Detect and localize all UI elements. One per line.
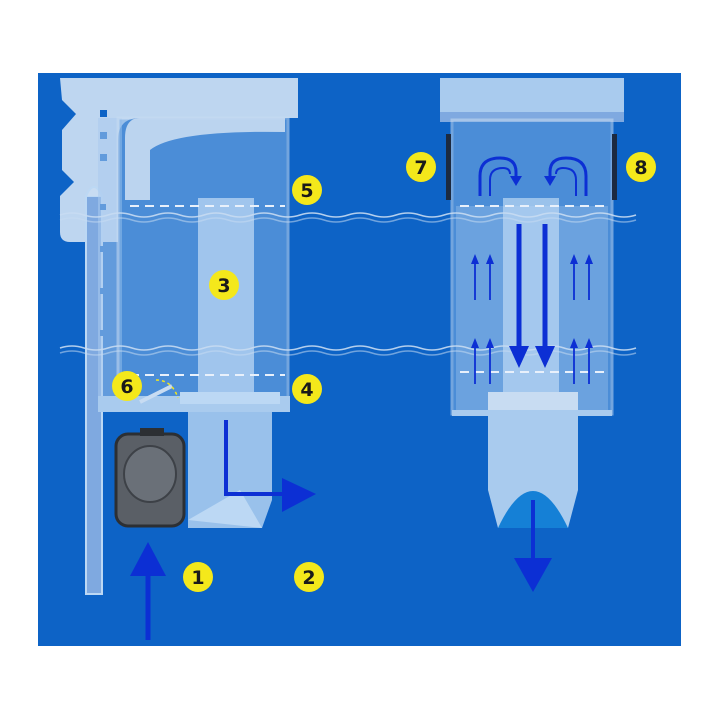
outlet-funnel	[488, 416, 578, 528]
badge-5: 5	[292, 175, 322, 205]
badge-2: 2	[294, 562, 324, 592]
badge-7: 7	[406, 152, 436, 182]
flow-arrows	[130, 156, 593, 640]
badge-4-label: 4	[300, 379, 313, 401]
badge-7-label: 7	[414, 157, 427, 179]
top-cap	[440, 78, 624, 118]
badge-1-label: 1	[191, 567, 204, 589]
badge-3: 3	[209, 270, 239, 300]
badge-8: 8	[626, 152, 656, 182]
side-seal-left	[446, 134, 451, 200]
left-skimmer-assembly	[60, 78, 298, 595]
flap	[139, 384, 173, 404]
badge-3-label: 3	[217, 275, 230, 297]
outflow-arrow-icon	[224, 420, 286, 496]
badge-5-label: 5	[300, 180, 313, 202]
badge-6-label: 6	[120, 376, 133, 398]
inner-tube-right	[503, 198, 559, 392]
badge-1: 1	[183, 562, 213, 592]
outlet-housing	[188, 412, 272, 528]
badge-6: 6	[112, 371, 142, 401]
side-seal-right	[612, 134, 617, 200]
badge-4: 4	[292, 374, 322, 404]
badge-2-label: 2	[302, 567, 315, 589]
badge-8-label: 8	[634, 157, 647, 179]
